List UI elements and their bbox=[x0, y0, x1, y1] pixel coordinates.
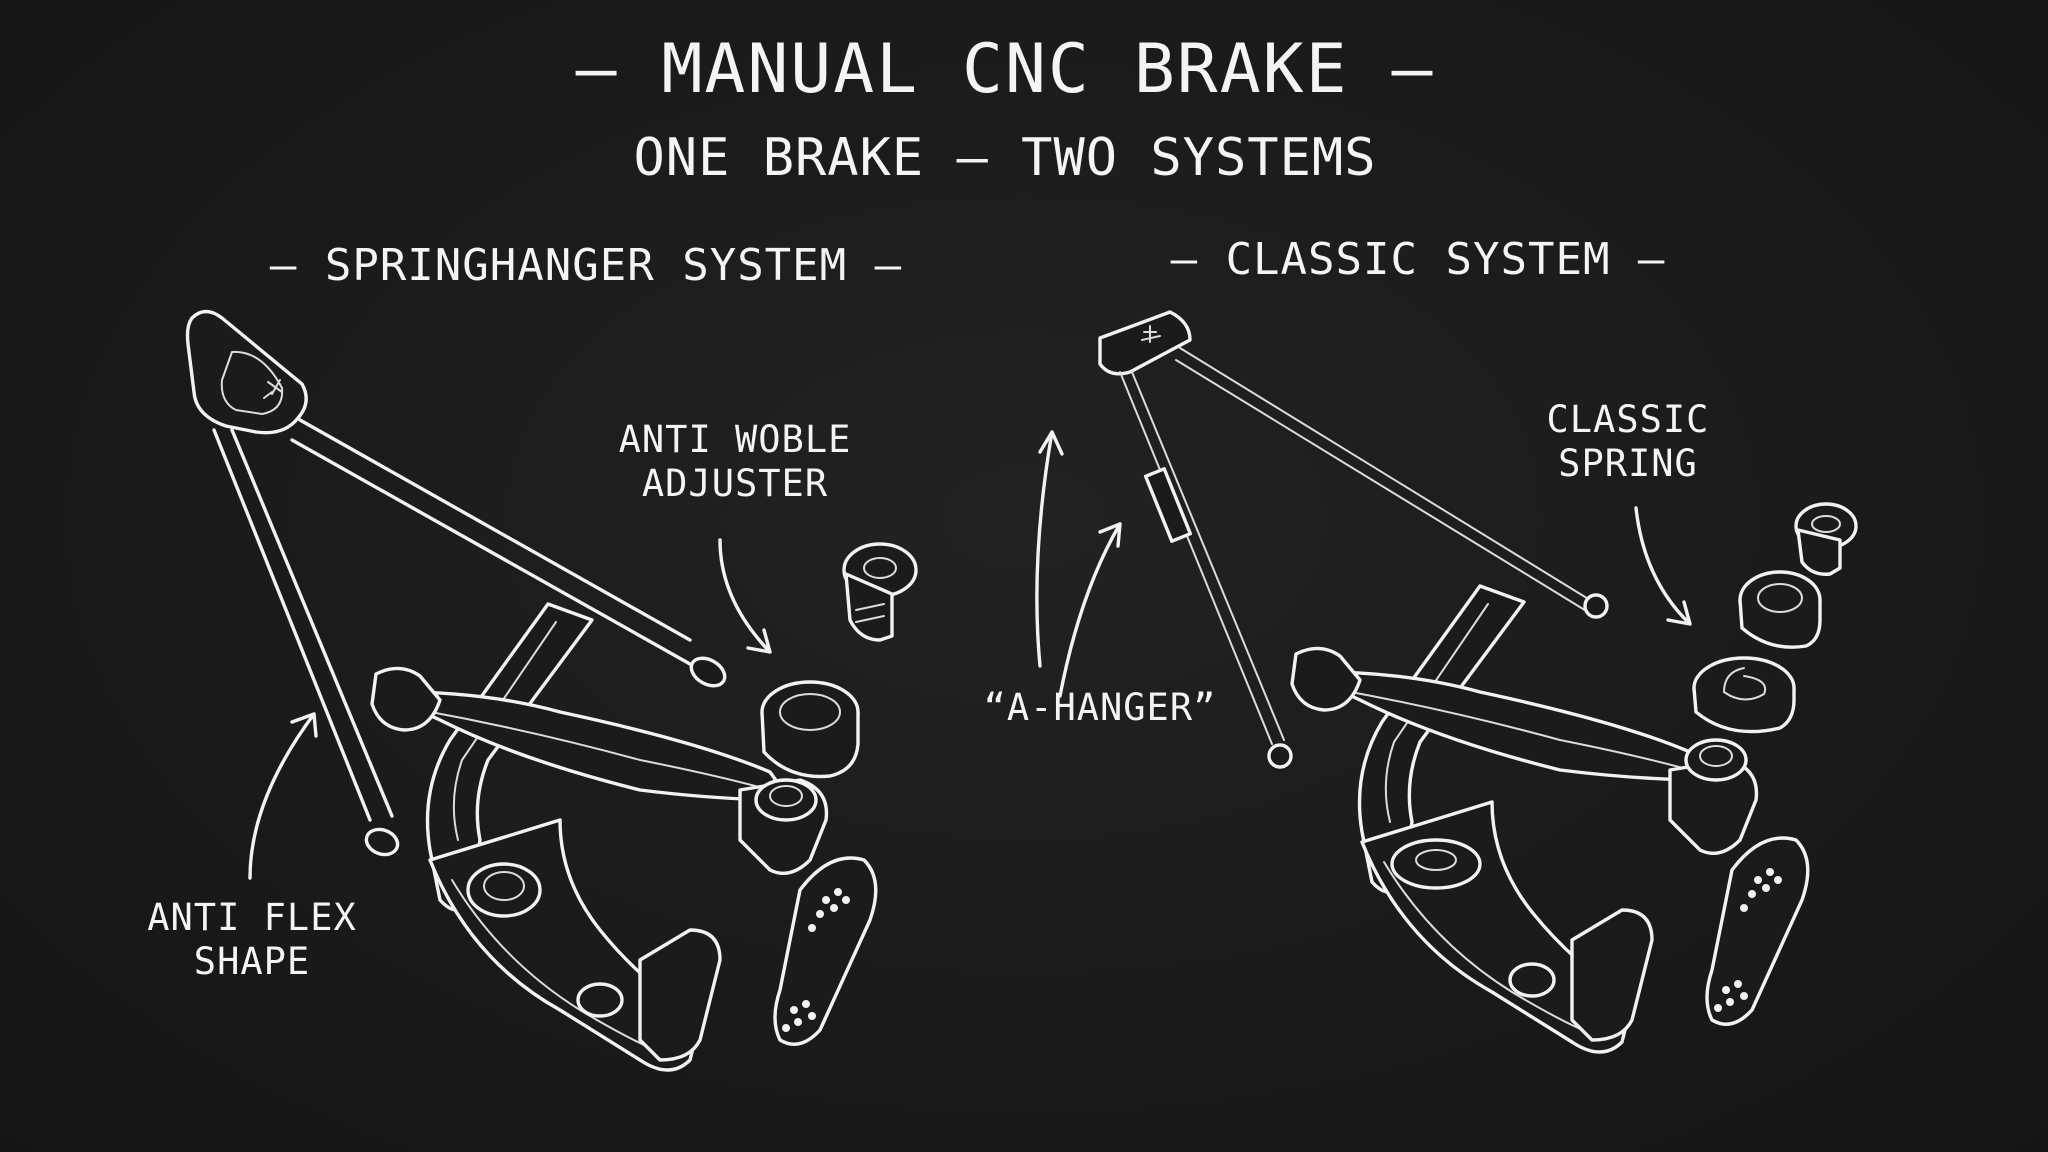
anti-woble-adjuster-label: ANTI WOBLE ADJUSTER bbox=[619, 418, 852, 506]
brake-caliper-drawing bbox=[1290, 584, 1810, 1054]
page-subtitle: ONE BRAKE – TWO SYSTEMS bbox=[633, 128, 1377, 188]
label-line: ANTI WOBLE bbox=[618, 418, 852, 461]
arrow-icon bbox=[248, 538, 772, 880]
page-title: – MANUAL CNC BRAKE – bbox=[575, 30, 1435, 109]
label-line: ADJUSTER bbox=[641, 462, 829, 505]
bolt-drawing bbox=[842, 542, 918, 642]
springhanger-drawing bbox=[185, 309, 727, 857]
anti-flex-shape-label: ANTI FLEX SHAPE bbox=[147, 896, 356, 984]
spring-drawing bbox=[1692, 570, 1822, 734]
label-line: CLASSIC bbox=[1546, 398, 1710, 441]
label-line: SPRING bbox=[1558, 442, 1698, 485]
label-line: SHAPE bbox=[193, 940, 311, 983]
brake-caliper-drawing bbox=[370, 602, 878, 1072]
a-hanger-label: “A-HANGER” bbox=[983, 686, 1217, 729]
classic-spring-label: CLASSIC SPRING bbox=[1547, 398, 1710, 486]
classic-system-heading: – CLASSIC SYSTEM – bbox=[1170, 234, 1666, 285]
label-line: ANTI FLEX bbox=[147, 896, 357, 939]
arrow-icon bbox=[1035, 430, 1692, 698]
a-hanger-drawing bbox=[1098, 310, 1609, 769]
bolt-drawing bbox=[1794, 502, 1858, 576]
springhanger-system-heading: – SPRINGHANGER SYSTEM – bbox=[269, 240, 903, 291]
adjuster-nut-drawing bbox=[760, 680, 860, 779]
